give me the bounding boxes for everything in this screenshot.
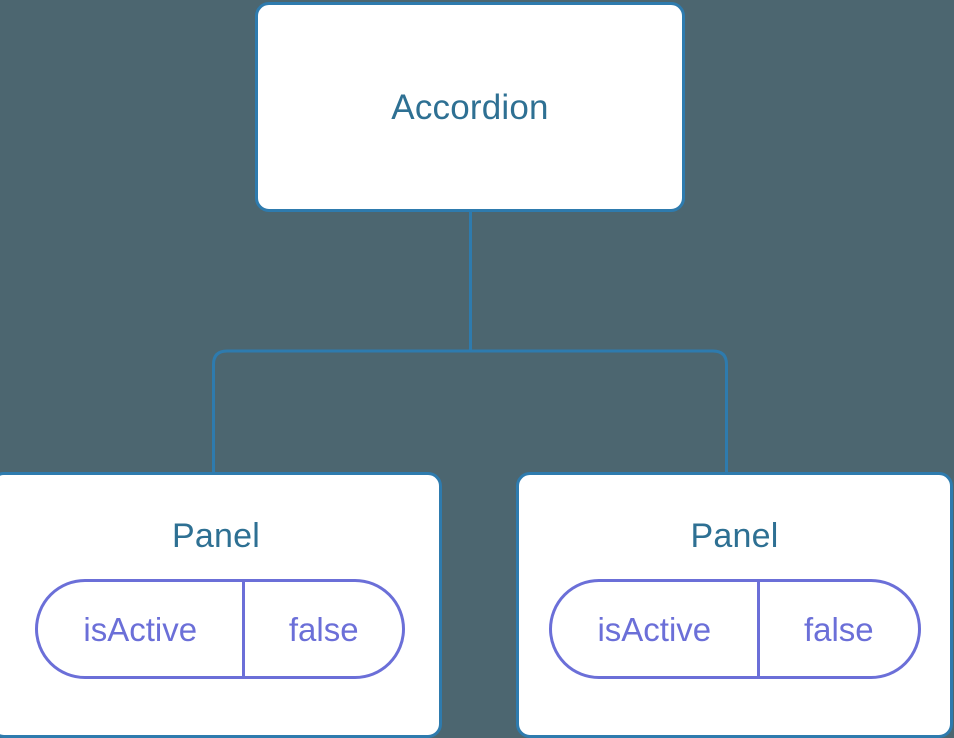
node-title: Panel [690,517,779,555]
node-title: Accordion [391,87,549,127]
node-title: Panel [172,517,260,555]
tree-node-accordion[interactable]: Accordion [255,2,685,212]
connector-branch-right [470,349,728,476]
connector-branch-left [212,349,471,476]
tree-node-panel-left[interactable]: Panel isActive false [0,472,442,738]
prop-pill[interactable]: isActive false [35,579,405,679]
prop-key: isActive [552,582,761,676]
prop-value: false [803,610,874,648]
prop-key: isActive [38,582,246,676]
prop-value: false [288,610,359,648]
tree-node-panel-right[interactable]: Panel isActive false [516,472,953,738]
prop-pill[interactable]: isActive false [548,579,921,679]
